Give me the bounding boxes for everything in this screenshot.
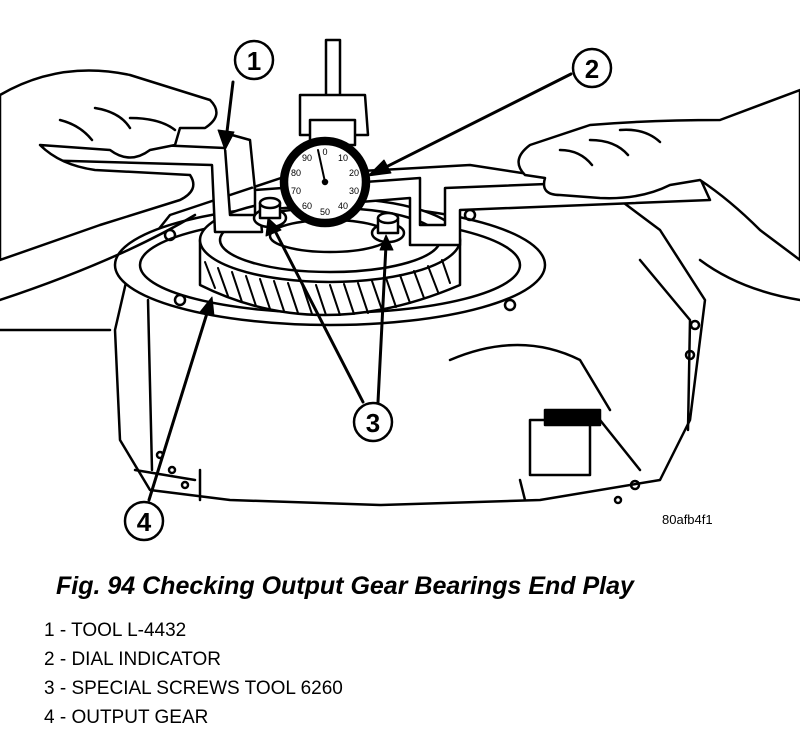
illustration: 0 10 20 30 40 50 60 70 80 90 1 2 — [0, 38, 800, 542]
dial-number: 70 — [291, 186, 301, 196]
gear-teeth — [204, 259, 451, 316]
callout-2: 2 — [367, 47, 613, 177]
right-hand — [517, 88, 800, 262]
left-hand — [0, 69, 218, 262]
dial-number: 50 — [320, 207, 330, 217]
callout-1: 1 — [217, 39, 275, 151]
callout-label: 3 — [366, 408, 380, 438]
dial-number: 90 — [302, 153, 312, 163]
legend-item: 4 - OUTPUT GEAR — [44, 707, 209, 728]
special-screws — [252, 196, 406, 244]
callout-3: 3 — [265, 217, 394, 443]
arms — [0, 213, 800, 332]
dial-number: 10 — [338, 153, 348, 163]
legend-item: 3 - SPECIAL SCREWS TOOL 6260 — [44, 678, 343, 699]
legend: 1 - TOOL L-4432 2 - DIAL INDICATOR 3 - S… — [44, 616, 343, 732]
dial-number: 80 — [291, 168, 301, 178]
legend-item: 1 - TOOL L-4432 — [44, 620, 187, 641]
callout-label: 2 — [585, 54, 599, 84]
dial-number: 0 — [322, 147, 327, 157]
dial-number: 20 — [349, 168, 359, 178]
legend-item: 2 - DIAL INDICATOR — [44, 649, 222, 670]
dial-numbers: 0 10 20 30 40 50 60 70 80 90 — [291, 147, 359, 217]
dial-indicator: 0 10 20 30 40 50 60 70 80 90 — [279, 38, 371, 228]
image-code: 80afb4f1 — [662, 512, 713, 527]
dial-number: 30 — [349, 186, 359, 196]
tool-l-4432 — [33, 133, 712, 247]
callout-4: 4 — [123, 296, 215, 542]
callout-label: 1 — [247, 46, 261, 76]
dial-number: 60 — [302, 201, 312, 211]
dial-number: 40 — [338, 201, 348, 211]
figure-caption: Fig. 94 Checking Output Gear Bearings En… — [56, 572, 634, 600]
callout-label: 4 — [137, 507, 152, 537]
